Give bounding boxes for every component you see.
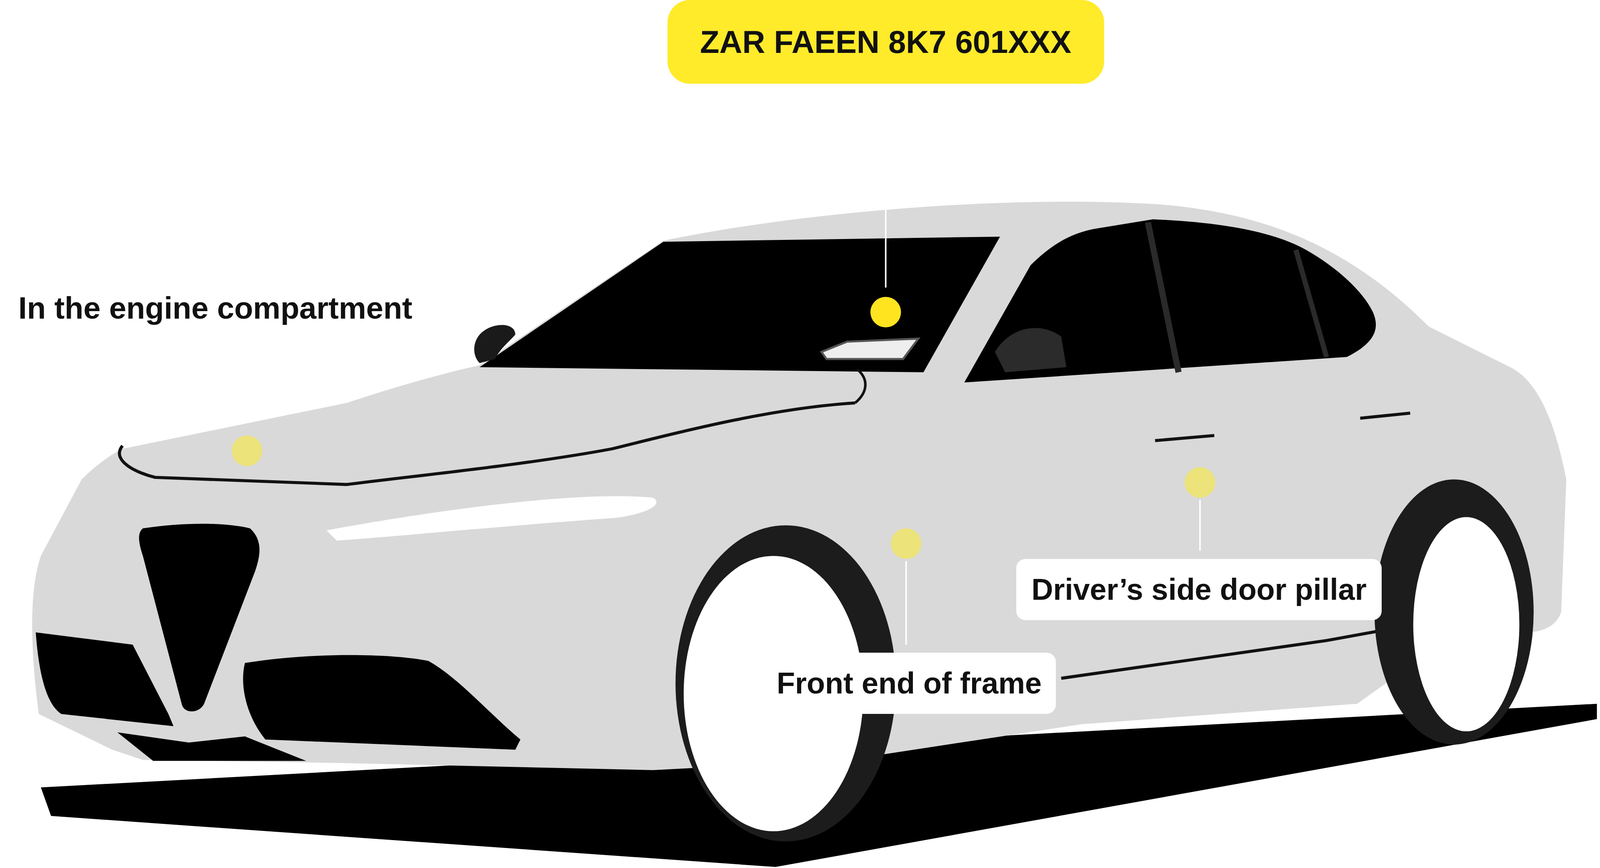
location-label: Front end of frame: [776, 667, 1042, 700]
side-windows: [964, 219, 1376, 383]
location-box: Front end of frame: [762, 652, 1057, 715]
windshield: [479, 236, 1000, 373]
vin-location-dot: [890, 528, 922, 560]
vin-location-dot: [1184, 467, 1215, 498]
location-label: Driver’s side door pillar: [1031, 573, 1367, 607]
headlight: [326, 496, 657, 541]
vin-number: ZAR FAEEN 8K7 601XXX: [700, 24, 1072, 60]
hood-line: [119, 402, 856, 485]
car-body: [32, 201, 1567, 771]
sill-line: [1061, 630, 1383, 679]
leader-line: [885, 199, 887, 288]
vin-location-dot: [870, 297, 901, 328]
location-box: Driver’s side door pillar: [1016, 559, 1383, 621]
seat: [995, 327, 1067, 373]
vin-pill: ZAR FAEEN 8K7 601XXX: [667, 0, 1105, 84]
rear-rim: [1413, 517, 1520, 732]
leader-line: [905, 561, 908, 645]
rear-pillar: [1295, 250, 1327, 358]
vin-location-dot: [231, 435, 263, 467]
side-mirror: [474, 325, 516, 364]
leader-line: [1199, 500, 1201, 551]
door-handles: [1155, 413, 1410, 441]
air-intake: [242, 655, 521, 750]
leader-line: [246, 406, 248, 423]
door-pillar: [1147, 222, 1179, 373]
windshield-wiper: [821, 338, 919, 360]
air-intake: [35, 632, 174, 727]
bumper-lip: [117, 732, 307, 762]
location-label: In the engine compartment: [18, 291, 413, 325]
hood-edge: [855, 369, 866, 403]
rear-tire: [1374, 479, 1534, 745]
grille: [139, 524, 260, 713]
